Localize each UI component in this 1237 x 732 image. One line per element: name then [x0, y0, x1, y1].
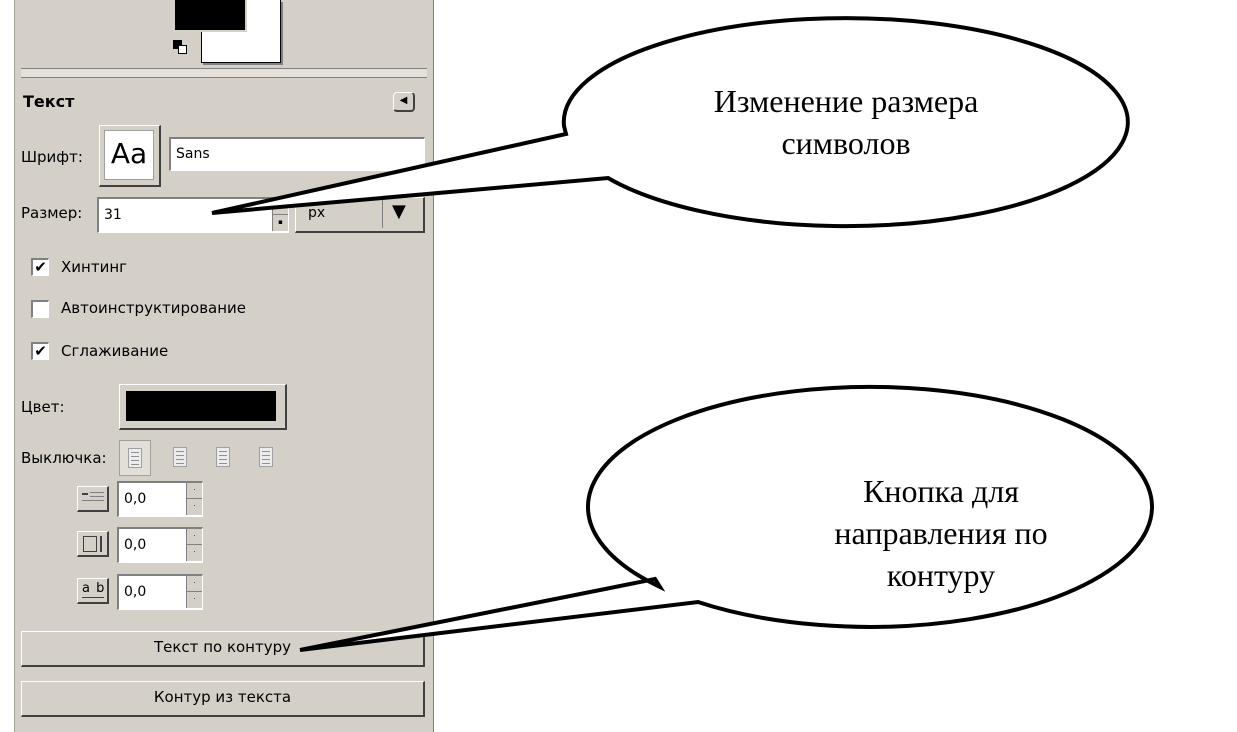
spin-down-icon[interactable]: ▪	[278, 218, 283, 226]
font-preview-button[interactable]: Aa	[99, 125, 161, 187]
unit-value: px	[308, 205, 326, 221]
panel-menu-button[interactable]: ◀	[393, 92, 415, 112]
spin-down-icon[interactable]: ·	[193, 595, 196, 603]
size-value: 31	[104, 207, 122, 223]
hinting-label: Хинтинг	[61, 258, 128, 276]
justify-right-button[interactable]	[165, 440, 197, 476]
color-swatch	[126, 391, 276, 421]
letter-spacing-icon: a b	[77, 578, 109, 604]
separator	[21, 68, 427, 78]
letter-spacing-input[interactable]: 0,0 · ·	[117, 574, 203, 610]
spin-up-icon[interactable]: ·	[187, 576, 202, 592]
indent-spin-button[interactable]: · ·	[186, 483, 202, 515]
section-title: Текст	[23, 92, 75, 111]
letter-spacing-icon-text: a b	[82, 581, 106, 596]
antialias-checkbox[interactable]: ✔	[31, 342, 49, 360]
line-spacing-input[interactable]: 0,0 · ·	[117, 527, 203, 563]
hinting-checkbox[interactable]: ✔	[31, 258, 49, 276]
autohint-checkbox[interactable]	[31, 300, 49, 318]
size-callout-bubble	[211, 16, 1130, 229]
indent-value: 0,0	[124, 491, 147, 507]
fg-color-swatch[interactable]	[173, 0, 247, 32]
color-button[interactable]	[119, 384, 287, 430]
triangle-left-icon: ◀	[399, 95, 408, 106]
tool-options-panel: Текст ◀ Шрифт: Aa Sans Размер: 31 ▪ px ▼…	[14, 0, 434, 732]
path-from-text-button[interactable]: Контур из текста	[21, 681, 425, 717]
justify-center-button[interactable]	[208, 440, 240, 476]
font-preview-glyph: Aa	[104, 130, 154, 180]
spin-down-icon[interactable]: ·	[193, 548, 196, 556]
line-spacing-value: 0,0	[124, 537, 147, 553]
spin-up-icon[interactable]: ·	[187, 529, 202, 545]
justify-label: Выключка:	[21, 449, 107, 467]
chevron-down-icon: ▼	[392, 201, 406, 222]
indent-input[interactable]: 0,0 · ·	[117, 481, 203, 517]
font-label: Шрифт:	[21, 148, 83, 166]
size-callout-text: Изменение размера символов	[713, 83, 979, 161]
justify-fill-button[interactable]	[251, 440, 283, 476]
font-name-input[interactable]: Sans	[169, 137, 425, 171]
spin-down-icon[interactable]: ·	[193, 502, 196, 510]
line-spacing-spin-button[interactable]: · ·	[186, 529, 202, 561]
autohint-label: Автоинструктирование	[61, 299, 247, 317]
path-button-callout-bubble	[299, 384, 1154, 652]
antialias-label: Сглаживание	[61, 342, 169, 360]
size-label: Размер:	[21, 204, 83, 222]
letter-spacing-value: 0,0	[124, 584, 147, 600]
spin-up-icon[interactable]	[273, 199, 288, 215]
spin-up-icon[interactable]: ·	[187, 483, 202, 499]
default-colors-icon[interactable]	[173, 40, 187, 54]
color-label: Цвет:	[21, 398, 65, 416]
line-spacing-icon	[77, 531, 109, 557]
letter-spacing-spin-button[interactable]: · ·	[186, 576, 202, 608]
justify-left-button[interactable]	[119, 440, 151, 476]
path-button-callout-text: Кнопка для направления по контуру	[834, 473, 1048, 593]
indent-icon	[77, 486, 109, 512]
